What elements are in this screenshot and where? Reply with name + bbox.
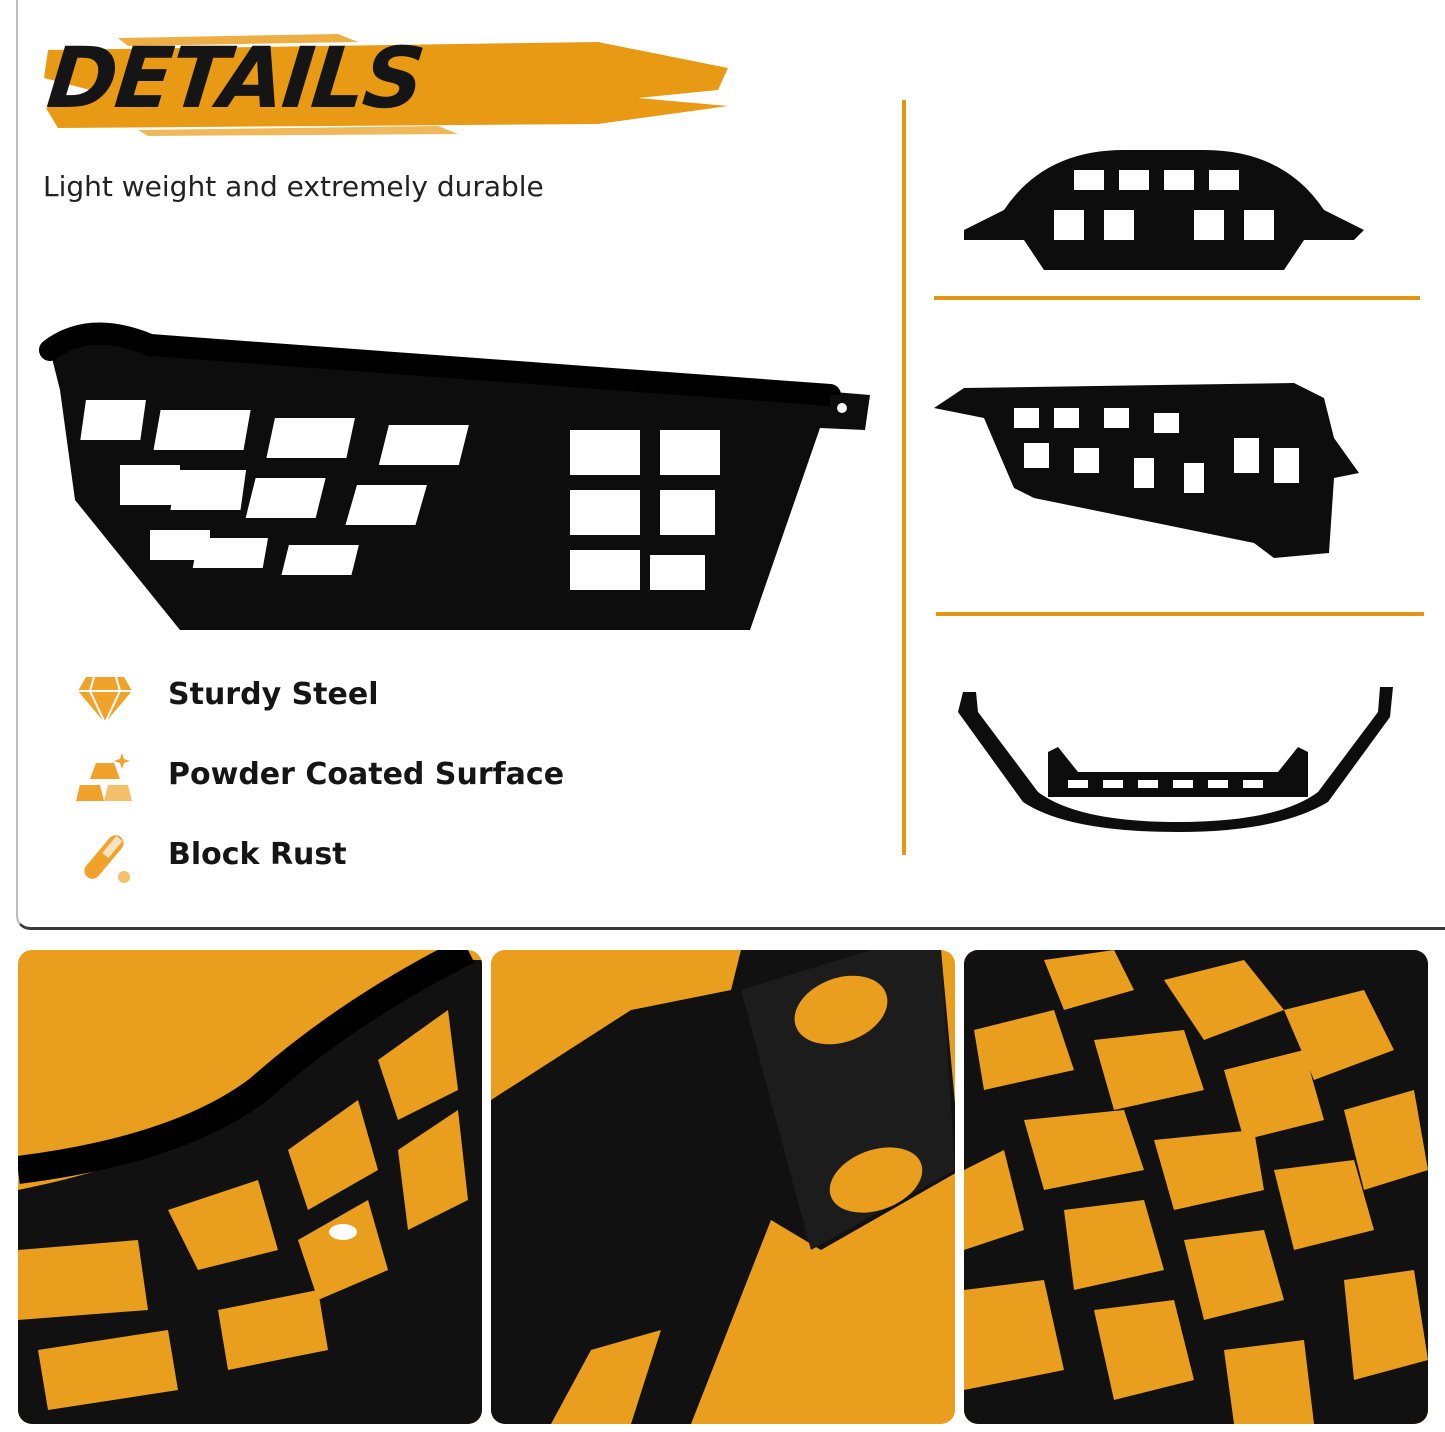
test-tube-icon [84, 835, 130, 883]
main-product-image [39, 322, 870, 630]
feature-label: Block Rust [168, 837, 347, 872]
diamond-icon [78, 676, 132, 726]
closeup-gallery [18, 950, 1428, 1424]
feature-label: Powder Coated Surface [168, 757, 565, 792]
product-front-view [964, 150, 1364, 270]
horizontal-divider [936, 612, 1424, 616]
brush-stroke [44, 34, 728, 136]
page-title: DETAILS [42, 29, 428, 127]
product-top-view [958, 687, 1393, 832]
vertical-divider [902, 100, 906, 855]
closeup-bracket [491, 950, 955, 1424]
subtitle: Light weight and extremely durable [43, 170, 544, 203]
feature-label: Sturdy Steel [168, 677, 379, 712]
horizontal-divider [934, 296, 1420, 300]
closeup-mesh [964, 950, 1428, 1424]
product-side-view [934, 383, 1359, 558]
gold-bars-icon [76, 753, 132, 801]
closeup-rail [18, 950, 482, 1424]
